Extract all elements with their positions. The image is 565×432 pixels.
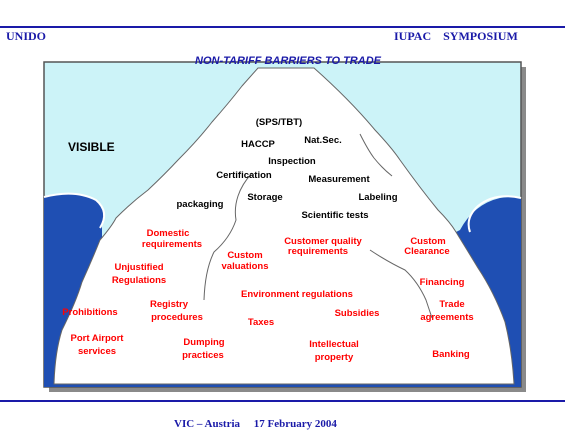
hidden-item-taxes: Taxes xyxy=(248,317,274,328)
visible-item-haccp: HACCP xyxy=(241,139,275,150)
hidden-item-customer-quality-line2: requirements xyxy=(288,246,348,257)
header-right-label: IUPAC SYMPOSIUM xyxy=(394,29,518,43)
hidden-item-financing: Financing xyxy=(420,277,465,288)
hidden-item-custom-valuations-line2: valuations xyxy=(222,261,269,272)
hidden-item-port-airport-line2: services xyxy=(78,346,116,357)
hidden-item-trade-agreements-line1: Trade xyxy=(439,299,464,310)
visible-item-storage: Storage xyxy=(247,192,282,203)
hidden-item-subsidies: Subsidies xyxy=(335,308,380,319)
visible-item-sps-tbt: (SPS/TBT) xyxy=(256,117,302,128)
hidden-item-registry-line1: Registry xyxy=(150,299,189,310)
hidden-item-intellectual-line1: Intellectual xyxy=(309,339,359,350)
visible-item-measurement: Measurement xyxy=(308,174,370,185)
visible-item-inspection: Inspection xyxy=(268,156,316,167)
header-left-label: UNIDO xyxy=(6,29,47,43)
hidden-item-registry-line2: procedures xyxy=(151,312,203,323)
hidden-item-custom-clearance-line1: Custom xyxy=(410,236,445,247)
hidden-item-trade-agreements-line2: agreements xyxy=(420,312,473,323)
hidden-item-customer-quality-line1: Customer quality xyxy=(284,236,362,247)
hidden-item-environment-regulations: Environment regulations xyxy=(241,289,353,300)
hidden-item-unjustified-line2: Regulations xyxy=(112,275,166,286)
visible-item-nat-sec: Nat.Sec. xyxy=(304,135,342,146)
visible-item-labeling: Labeling xyxy=(358,192,397,203)
hidden-item-domestic-line1: Domestic xyxy=(147,228,190,239)
hidden-item-prohibitions: Prohibitions xyxy=(62,307,117,318)
hidden-item-port-airport-line1: Port Airport xyxy=(71,333,125,344)
footer-label: VIC – Austria 17 February 2004 xyxy=(174,418,337,430)
crevasse-lower-right xyxy=(369,249,433,319)
hidden-item-banking: Banking xyxy=(432,349,470,360)
right-wave xyxy=(467,195,522,233)
crevasse-center xyxy=(203,172,253,301)
visible-item-scientific-tests: Scientific tests xyxy=(301,210,368,221)
footer-rule xyxy=(0,400,565,402)
visible-item-certification: Certification xyxy=(216,170,272,181)
hidden-item-unjustified-line1: Unjustified xyxy=(114,262,163,273)
header-rule xyxy=(0,26,565,28)
hidden-item-custom-valuations-line1: Custom xyxy=(227,250,262,261)
iceberg xyxy=(53,67,515,385)
hidden-item-dumping-line2: practices xyxy=(182,350,224,361)
hidden-item-intellectual-line2: property xyxy=(315,352,354,363)
left-wave xyxy=(43,192,106,229)
crevasse-right xyxy=(359,133,393,177)
hidden-item-domestic-line2: requirements xyxy=(142,239,202,250)
hidden-item-custom-clearance-line2: Clearance xyxy=(404,246,449,257)
hidden-item-dumping-line1: Dumping xyxy=(183,337,224,348)
diagram-title: NON-TARIFF BARRIERS TO TRADE xyxy=(195,55,382,67)
visible-label: VISIBLE xyxy=(68,140,115,154)
visible-item-packaging: packaging xyxy=(177,199,224,210)
